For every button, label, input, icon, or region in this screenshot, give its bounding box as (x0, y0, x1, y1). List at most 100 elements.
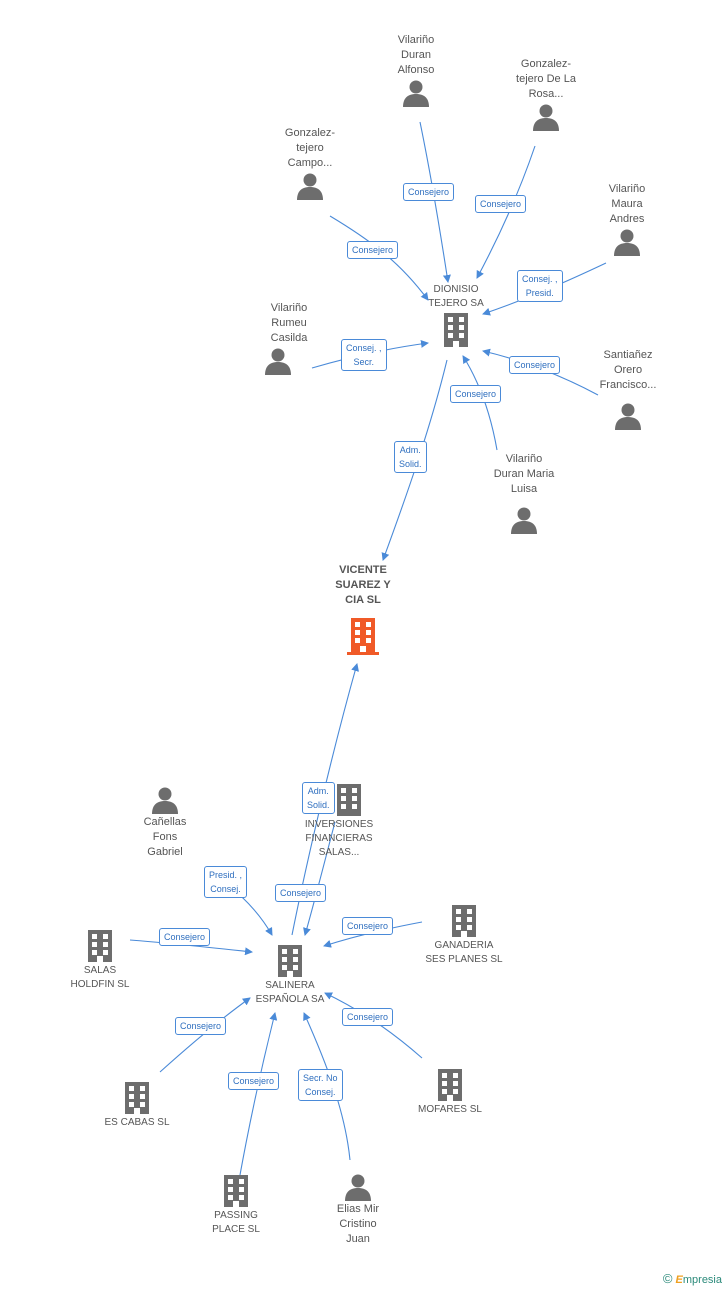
company-node[interactable]: INVERSIONES FINANCIERAS SALAS... (296, 782, 382, 860)
node-label-line: Rosa... (528, 88, 564, 100)
node-label-line: Gonzalez- (284, 127, 336, 139)
building-icon (224, 1175, 248, 1207)
building-icon (125, 1082, 149, 1114)
person-node[interactable]: Vilariño Rumeu Casilda (250, 301, 328, 376)
node-label-line: Cañellas (143, 816, 187, 828)
node-label-line: FINANCIERAS (305, 833, 373, 844)
relation-label: Adm.Solid. (302, 782, 335, 814)
person-icon (533, 104, 559, 131)
relation-label-line: Consej. , (522, 274, 558, 284)
edge-line (159, 997, 251, 1073)
building-icon (438, 1069, 462, 1101)
node-label-line: tejero (296, 142, 324, 154)
node-label-line: Vilariño (505, 453, 543, 465)
node-label-line: Santiañez (603, 349, 653, 361)
relation-label-line: Consejero (514, 360, 556, 370)
node-label-line: Rumeu (271, 317, 307, 329)
node-label-line: SUAREZ Y (335, 579, 391, 591)
edge-line (303, 821, 336, 936)
relation-label: Consej. ,Secr. (341, 339, 387, 371)
node-label-line: SALAS... (318, 847, 360, 858)
node-label-line: CIA SL (345, 594, 381, 606)
person-node[interactable]: Gonzalez- tejero De La Rosa... (501, 57, 591, 132)
relation-label: Adm. Solid. (394, 441, 427, 473)
node-label-line: Orero (613, 364, 643, 376)
relation-label-line: Consejero (233, 1076, 275, 1086)
person-icon (615, 403, 641, 430)
person-icon (403, 80, 429, 107)
company-node[interactable]: PASSING PLACE SL (196, 1173, 276, 1237)
relation-label-line: Consejero (280, 888, 322, 898)
node-label-line: Fons (152, 831, 178, 843)
node-label-line: Vilariño (397, 34, 435, 46)
node-label-line: Maura (611, 198, 643, 210)
relation-label: Consejero (347, 241, 399, 259)
relation-label: Consejero (450, 385, 502, 403)
company-node[interactable]: MOFARES SL (407, 1067, 493, 1117)
relation-label-line: Secr. No (303, 1073, 338, 1083)
relation-label: Consejero (275, 884, 327, 902)
relation-label-line: Consejero (408, 187, 450, 197)
relation-label-line: Consejero (347, 921, 389, 931)
relation-label: Consejero (159, 928, 211, 946)
person-node[interactable]: Cañellas Fons Gabriel (125, 785, 205, 860)
brand-logo[interactable]: © Empresia (663, 1271, 722, 1286)
node-label-line: PASSING (214, 1210, 258, 1221)
person-node[interactable]: Vilariño Duran Maria Luisa (480, 452, 568, 535)
node-label-line: Vilariño (270, 302, 308, 314)
relation-label: Consejero (175, 1017, 227, 1035)
relation-label-line: Adm. (399, 445, 421, 455)
node-label-line: Alfonso (397, 64, 435, 76)
person-node[interactable]: Vilariño Duran Alfonso (376, 33, 456, 108)
company-node[interactable]: GANADERIA SES PLANES SL (412, 903, 516, 967)
node-label-line: Duran (401, 49, 431, 61)
relation-label-line: Solid. (307, 800, 330, 810)
building-icon (444, 313, 468, 347)
relation-label: Consejero (228, 1072, 280, 1090)
node-label-line: Gabriel (147, 846, 183, 858)
person-icon (297, 173, 323, 200)
relation-label: Consejero (342, 1008, 394, 1026)
building-icon (337, 784, 361, 816)
edge-line (462, 355, 498, 451)
relation-label: Secr. No Consej. (298, 1069, 343, 1101)
relation-label-line: Consejero (164, 932, 206, 942)
person-node[interactable]: Elias Mir Cristino Juan (318, 1172, 398, 1247)
relation-label-line: Consejero (180, 1021, 222, 1031)
node-label-line: Cristino (339, 1218, 377, 1230)
person-icon (152, 787, 178, 814)
relation-label: Presid. , Consej. (204, 866, 248, 898)
node-label-line: Duran Maria (493, 468, 555, 480)
node-label-line: Andres (609, 213, 645, 225)
relation-label: Consej. ,Presid. (517, 270, 563, 302)
relation-label-line: Presid. , (209, 870, 243, 880)
person-node[interactable]: Santiañez Orero Francisco... (586, 348, 670, 431)
node-label-line: Casilda (270, 332, 308, 344)
company-node[interactable]: ES CABAS SL (92, 1080, 182, 1130)
copyright-icon: © (662, 1271, 673, 1286)
relation-label-line: Consej. (305, 1087, 336, 1097)
person-icon (614, 229, 640, 256)
person-icon (265, 348, 291, 375)
node-label-line: ESPAÑOLA SA (255, 994, 325, 1005)
node-label-line: GANADERIA (434, 940, 494, 951)
node-label-line: Juan (346, 1233, 370, 1245)
relation-label-line: Solid. (399, 459, 422, 469)
node-label-line: INVERSIONES (304, 819, 374, 830)
node-label-line: HOLDFIN SL (70, 979, 130, 990)
company-node[interactable]: SALINERA ESPAÑOLA SA (248, 943, 332, 1007)
relation-label-line: Consej. (210, 884, 241, 894)
node-label-line: Luisa (510, 483, 538, 495)
node-label-line: ES CABAS SL (104, 1117, 170, 1128)
main-company-node[interactable]: VICENTE SUAREZ Y CIA SL (323, 563, 403, 656)
relation-label: Consejero (475, 195, 527, 213)
company-node[interactable]: DIONISIO TEJERO SA (416, 283, 496, 349)
person-node[interactable]: Vilariño Maura Andres (589, 182, 665, 257)
relation-label-line: Consejero (347, 1012, 389, 1022)
node-label-line: DIONISIO (433, 284, 479, 295)
person-icon (511, 507, 537, 534)
relation-label-line: Secr. (353, 357, 375, 367)
company-node[interactable]: SALAS HOLDFIN SL (60, 928, 140, 992)
person-node[interactable]: Gonzalez- tejero Campo... (268, 126, 352, 201)
node-label-line: MOFARES SL (418, 1104, 482, 1115)
